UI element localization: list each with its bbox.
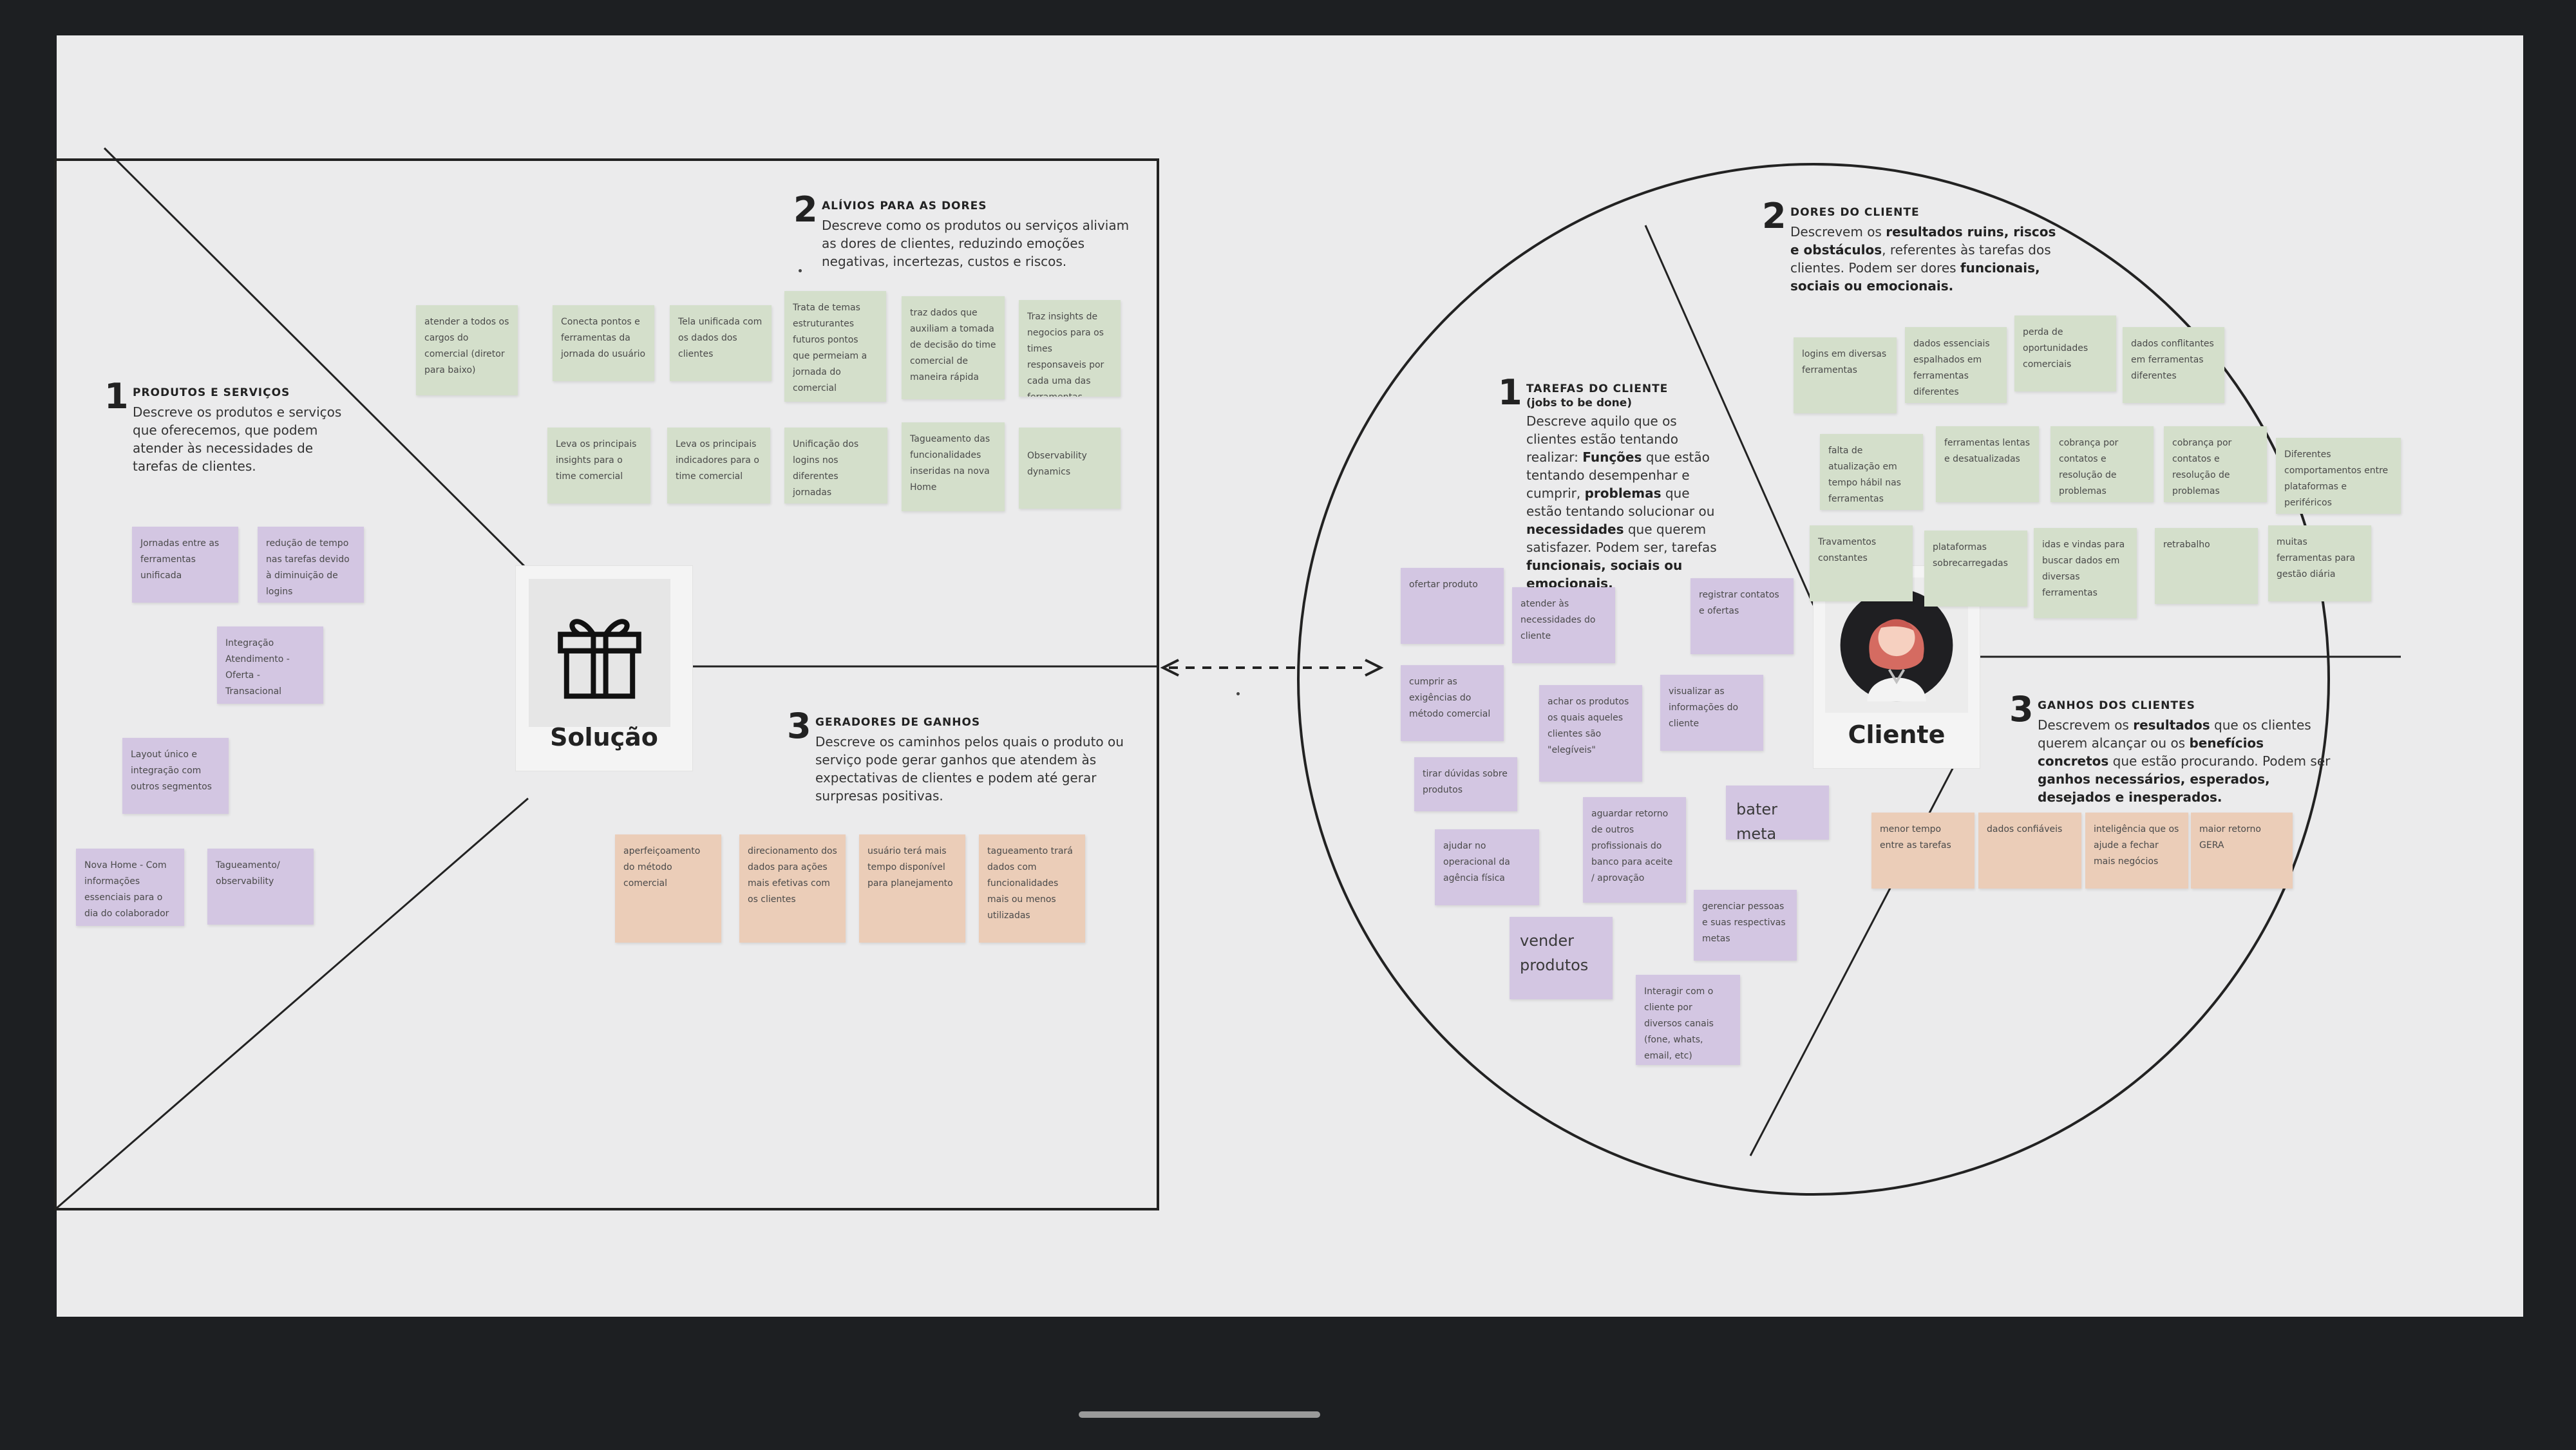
sticky-relievers-10[interactable]: Observability dynamics <box>1019 428 1121 509</box>
gains-description: Descrevem os resultados que os clientes … <box>2038 717 2331 805</box>
customer-circle <box>1297 163 2330 1196</box>
sticky-pains-11[interactable]: idas e vindas para buscar dados em diver… <box>2034 528 2137 618</box>
sticky-pains-1[interactable]: dados essenciais espalhados em ferrament… <box>1905 327 2007 403</box>
sticky-jobs-3[interactable]: cumprir as exigências do método comercia… <box>1401 665 1504 741</box>
sticky-jobs-1[interactable]: atender às necessidades do cliente <box>1512 587 1615 663</box>
sticky-gains-3[interactable]: maior retorno GERA <box>2191 813 2293 889</box>
sticky-relievers-1[interactable]: Conecta pontos e ferramentas da jornada … <box>553 305 654 381</box>
sticky-pains-7[interactable]: cobrança por contatos e resolução de pro… <box>2164 426 2267 502</box>
sticky-jobs-11[interactable]: vender produtos <box>1510 917 1613 999</box>
sticky-relievers-4[interactable]: traz dados que auxiliam a tomada de deci… <box>902 296 1005 399</box>
sticky-gaincreators-1[interactable]: direcionamento dos dados para ações mais… <box>739 834 846 943</box>
sticky-pains-13[interactable]: muitas ferramentas para gestão diária <box>2268 525 2371 601</box>
home-indicator <box>1079 1411 1320 1418</box>
sticky-pains-9[interactable]: Travamentos constantes <box>1810 525 1913 601</box>
sticky-pains-2[interactable]: perda de oportunidades comerciais <box>2014 315 2116 391</box>
gains-title: GANHOS DOS CLIENTES <box>2038 699 2195 712</box>
products-number: 1 <box>104 376 129 417</box>
jobs-subtitle: (jobs to be done) <box>1526 397 1633 410</box>
sticky-jobs-8[interactable]: aguardar retorno de outros profissionais… <box>1583 797 1686 903</box>
sticky-products-4[interactable]: Nova Home - Com informações essenciais p… <box>76 849 184 926</box>
canvas-dot <box>1236 692 1240 695</box>
sticky-pains-5[interactable]: ferramentas lentas e desatualizadas <box>1936 426 2039 502</box>
jobs-title: TAREFAS DO CLIENTE <box>1526 382 1669 395</box>
sticky-pains-10[interactable]: plataformas sobrecarregadas <box>1924 531 2027 607</box>
gift-icon <box>558 619 641 699</box>
sticky-products-1[interactable]: redução de tempo nas tarefas devido à di… <box>258 527 364 603</box>
canvas-dot <box>799 269 802 272</box>
solution-card-image <box>529 579 670 727</box>
solution-label: Solução <box>550 723 658 751</box>
sticky-jobs-6[interactable]: tirar dúvidas sobre produtos <box>1414 757 1517 811</box>
pains-description: Descrevem os resultados ruins, riscos e … <box>1790 224 2056 294</box>
sticky-relievers-3[interactable]: Trata de temas estruturantes futuros pon… <box>784 291 886 402</box>
sticky-products-3[interactable]: Layout único e integração com outros seg… <box>122 738 229 814</box>
sticky-products-5[interactable]: Tagueamento/ observability <box>207 849 314 925</box>
sticky-pains-8[interactable]: Diferentes comportamentos entre platafor… <box>2276 438 2401 514</box>
gains-number: 3 <box>2009 689 2034 730</box>
pain-relievers-number: 2 <box>793 189 818 230</box>
sticky-pains-6[interactable]: cobrança por contatos e resolução de pro… <box>2050 426 2154 502</box>
sticky-products-2[interactable]: Integração Atendimento - Oferta - Transa… <box>217 626 323 704</box>
circle-divider-bottom <box>1749 733 1972 1156</box>
pains-number: 2 <box>1762 196 1786 236</box>
pains-title: DORES DO CLIENTE <box>1790 206 1920 219</box>
sticky-relievers-9[interactable]: Tagueamento das funcionalidades inserida… <box>902 422 1005 511</box>
sticky-relievers-5[interactable]: Traz insights de negocios para os times … <box>1019 300 1121 397</box>
products-description: Descreve os produtos e serviços que ofer… <box>133 404 342 474</box>
products-title: PRODUTOS E SERVIÇOS <box>133 386 290 399</box>
sticky-gains-2[interactable]: inteligência que os ajude a fechar mais … <box>2085 813 2188 889</box>
sticky-jobs-0[interactable]: ofertar produto <box>1401 568 1504 644</box>
sticky-pains-12[interactable]: retrabalho <box>2155 528 2258 604</box>
pain-relievers-description: Descreve como os produtos ou serviços al… <box>822 218 1130 269</box>
sticky-relievers-6[interactable]: Leva os principais insights para o time … <box>547 428 650 504</box>
gain-creators-number: 3 <box>787 706 811 746</box>
sticky-relievers-2[interactable]: Tela unificada com os dados dos clientes <box>670 305 772 381</box>
pain-relievers-title: ALÍVIOS PARA AS DORES <box>822 200 987 212</box>
gain-creators-title: GERADORES DE GANHOS <box>815 716 981 729</box>
sticky-relievers-8[interactable]: Unificação dos logins nos diferentes jor… <box>784 428 887 504</box>
customer-label: Cliente <box>1848 720 1946 749</box>
sticky-jobs-10[interactable]: gerenciar pessoas e suas respectivas met… <box>1694 890 1797 961</box>
connector-arrow-right <box>1365 659 1384 677</box>
sticky-pains-3[interactable]: dados conflitantes em ferramentas difere… <box>2123 327 2224 403</box>
square-diag-bottom <box>55 797 529 1210</box>
solution-card[interactable]: Solução <box>515 565 693 771</box>
sticky-jobs-4[interactable]: achar os produtos os quais aqueles clien… <box>1539 685 1642 782</box>
sticky-gaincreators-2[interactable]: usuário terá mais tempo disponível para … <box>859 834 965 943</box>
sticky-gaincreators-0[interactable]: aperfeiçoamento do método comercial <box>615 834 721 943</box>
jobs-description: Descreve aquilo que os clientes estão te… <box>1526 413 1717 591</box>
sticky-products-0[interactable]: Jornadas entre as ferramentas unificada <box>132 527 238 603</box>
sticky-gaincreators-3[interactable]: tagueamento trará dados com funcionalida… <box>979 834 1085 943</box>
sticky-relievers-7[interactable]: Leva os principais indicadores para o ti… <box>667 428 770 504</box>
sticky-relievers-0[interactable]: atender a todos os cargos do comercial (… <box>416 305 518 395</box>
board-screen <box>57 35 2523 1317</box>
sticky-jobs-9[interactable]: ajudar no operacional da agência física <box>1435 829 1539 905</box>
sticky-jobs-7[interactable]: bater meta <box>1726 786 1829 840</box>
solution-square <box>54 158 1159 1210</box>
sticky-jobs-5[interactable]: visualizar as informações do cliente <box>1660 675 1763 751</box>
square-diag-top <box>103 147 529 571</box>
jobs-number: 1 <box>1498 372 1522 413</box>
woman-avatar-icon <box>1840 588 1953 702</box>
sticky-jobs-12[interactable]: Interagir com o cliente por diversos can… <box>1636 975 1740 1065</box>
circle-divider-top <box>1644 225 1815 606</box>
sticky-gains-0[interactable]: menor tempo entre as tarefas <box>1871 813 1975 889</box>
sticky-gains-1[interactable]: dados confiáveis <box>1978 813 2081 889</box>
sticky-pains-0[interactable]: logins em diversas ferramentas <box>1794 337 1897 413</box>
connector-arrow-left <box>1160 659 1179 677</box>
sticky-pains-4[interactable]: falta de atualização em tempo hábil nas … <box>1820 434 1923 510</box>
gain-creators-description: Descreve os caminhos pelos quais o produ… <box>815 734 1124 804</box>
sticky-jobs-2[interactable]: registrar contatos e ofertas <box>1690 578 1794 654</box>
